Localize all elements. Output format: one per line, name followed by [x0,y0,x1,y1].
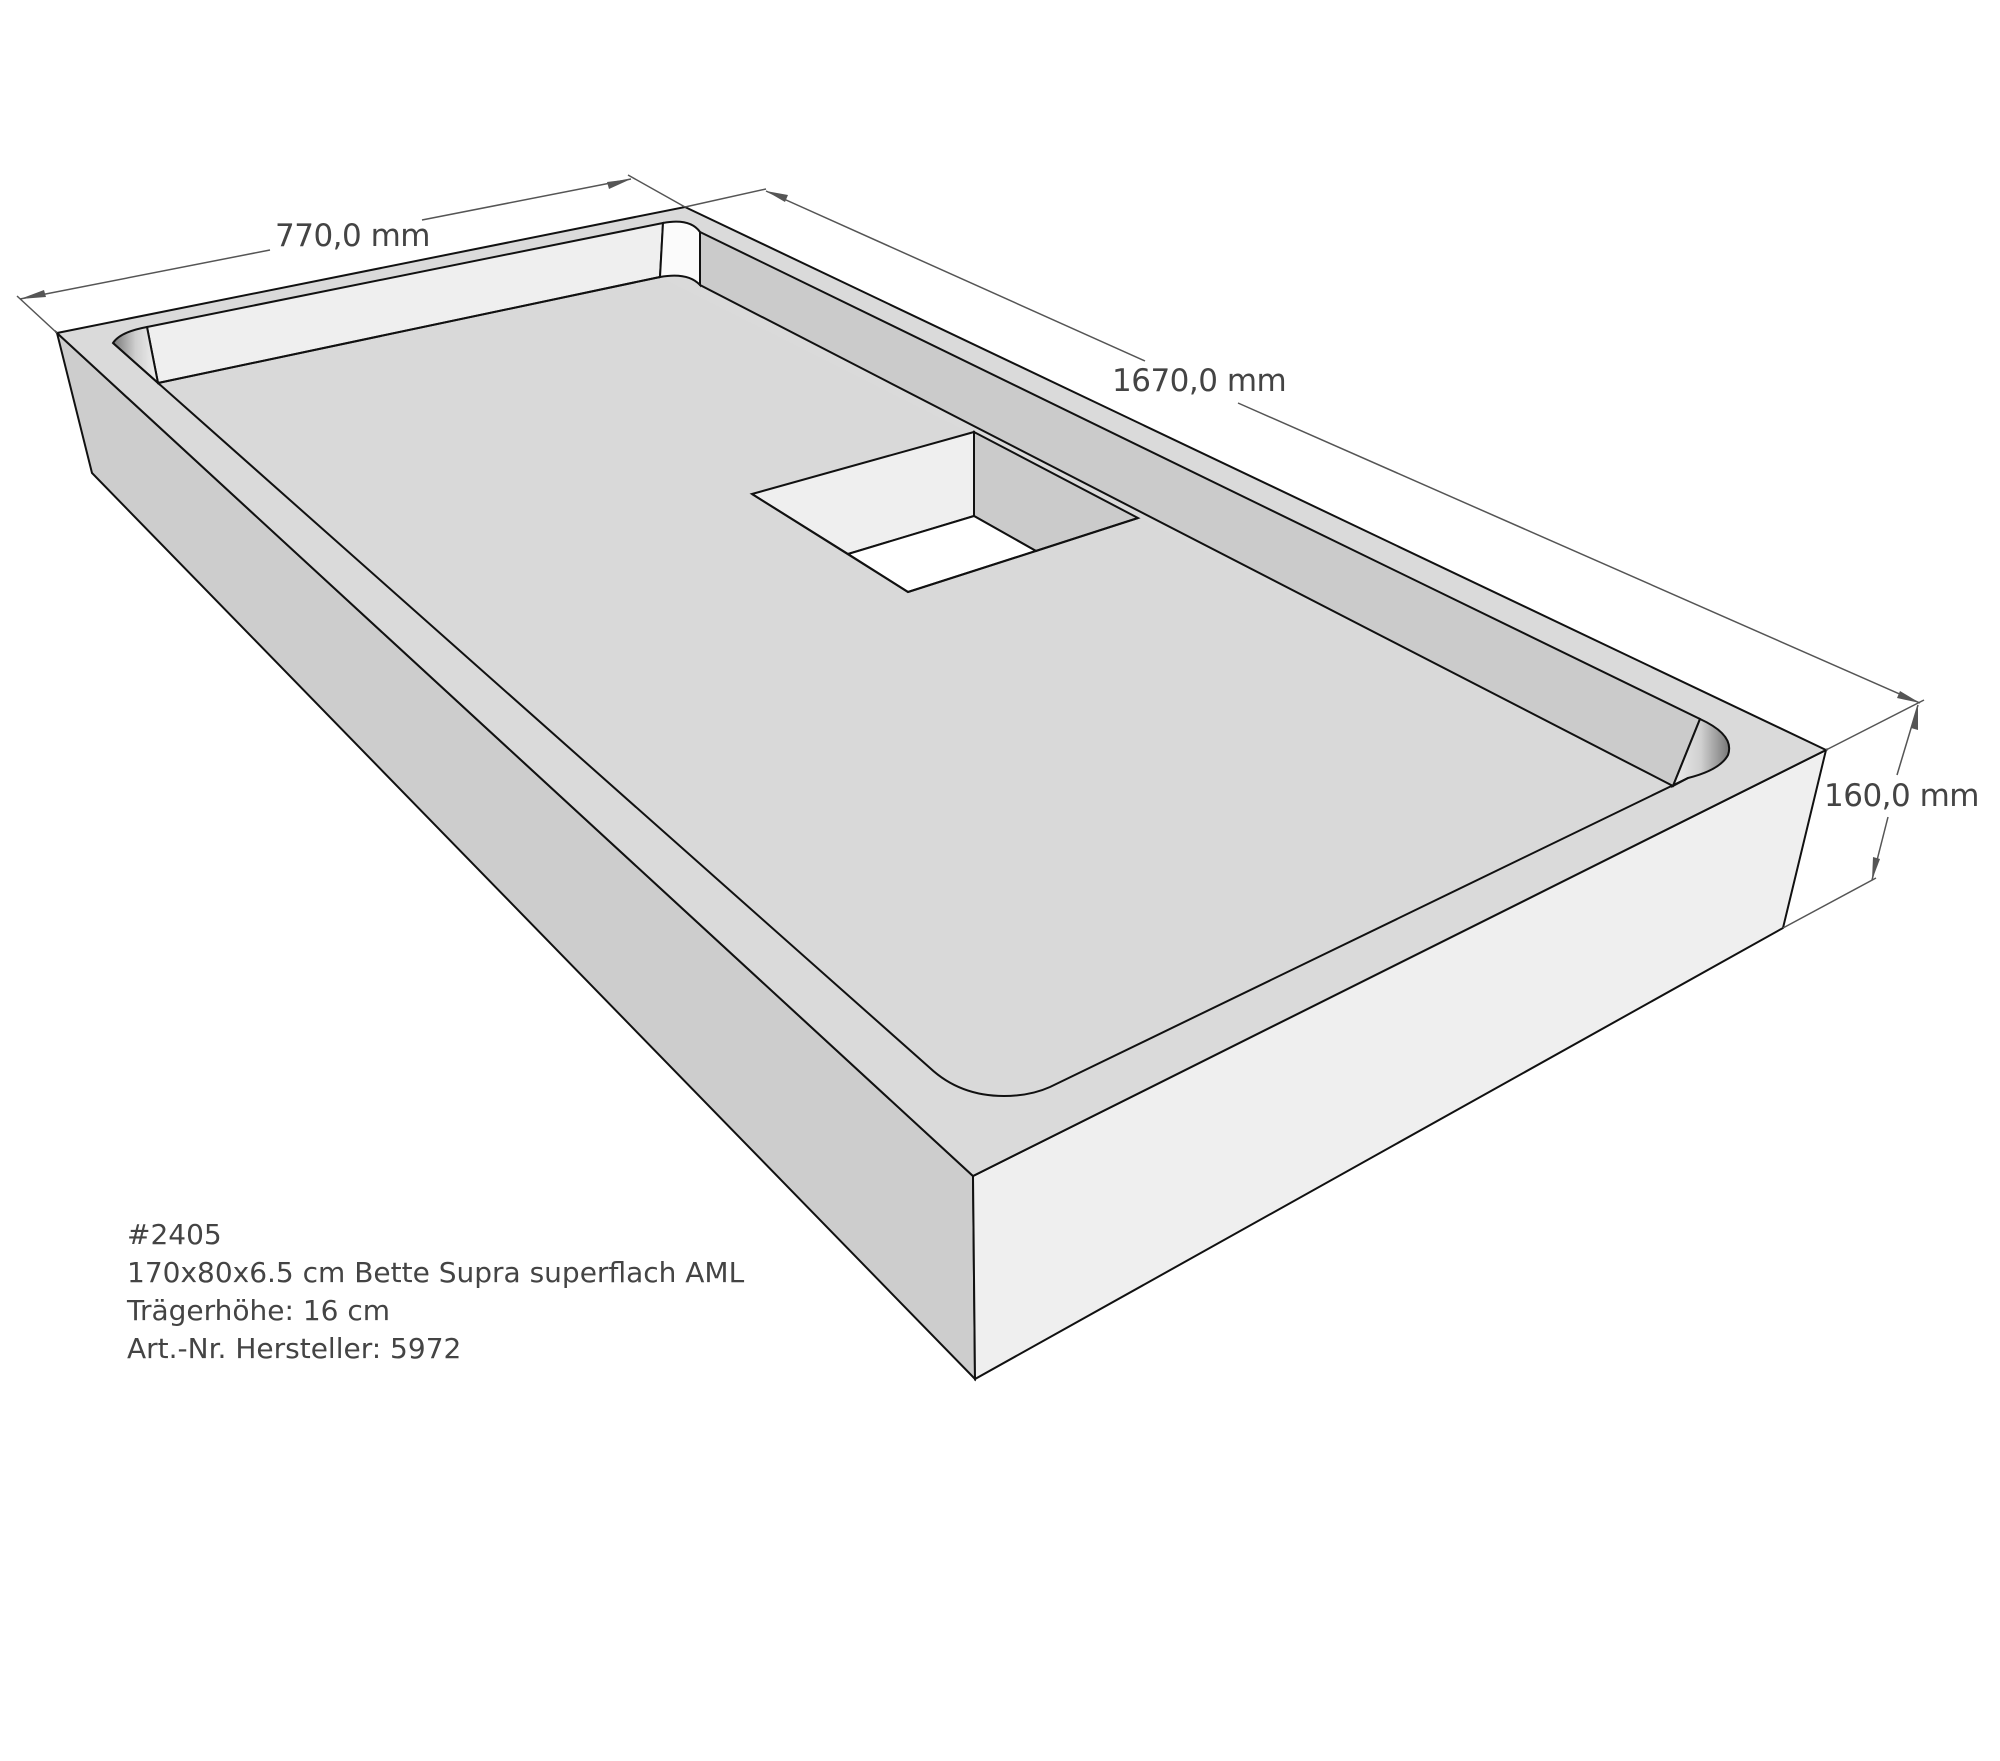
length-dimension-label: 1670,0 mm [1112,363,1287,399]
length-dimension [684,188,1925,751]
width-dimension [16,174,686,334]
back-floor-edge [157,276,661,384]
height-dimension [1782,704,1919,929]
product-info: #2405 170x80x6.5 cm Bette Supra superfla… [127,1216,744,1368]
width-dimension-label: 770,0 mm [275,218,431,254]
height-dimension-label: 160,0 mm [1824,778,1980,814]
carrier-height: Trägerhöhe: 16 cm [127,1294,391,1327]
manufacturer-article-number: Art.-Nr. Hersteller: 5972 [127,1332,462,1365]
product-description: 170x80x6.5 cm Bette Supra superflach AML [127,1256,745,1289]
back-right-corner-fillet [658,220,701,288]
drain-opening [749,430,1141,594]
front-right-corner-fillet [1671,717,1731,789]
basin-floor [158,277,1673,1094]
product-id: #2405 [127,1218,222,1251]
inner-rim-edge [112,342,1689,1098]
